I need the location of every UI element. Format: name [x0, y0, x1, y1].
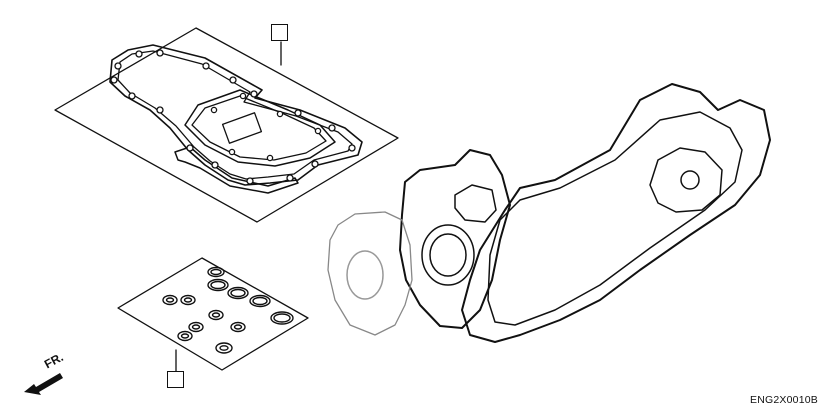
upper-gasket-kit: [54, 27, 399, 223]
small-square-gasket: [221, 112, 263, 144]
strip-gasket: [174, 146, 299, 194]
callout-box-upper: [271, 24, 288, 41]
pulley-boss: [649, 147, 723, 213]
crank-bore-inner: [429, 233, 467, 277]
cylinder-head: [327, 211, 413, 336]
head-port: [346, 250, 384, 300]
pulley-center: [680, 170, 700, 190]
cylinder-mount: [454, 184, 497, 223]
crank-bore: [421, 224, 475, 286]
front-arrow-icon: [24, 373, 63, 395]
engine-assembly: [327, 83, 771, 343]
cover-gasket: [184, 89, 336, 167]
o-rings: [162, 266, 294, 354]
gasket-kit-sheet-upper: [54, 27, 399, 223]
large-gasket: [109, 44, 363, 186]
gasket-bolt-holes: [110, 49, 356, 185]
callout-box-lower: [167, 371, 184, 388]
large-gasket-inner: [117, 50, 353, 180]
lower-seal-kit: [117, 257, 309, 372]
belt-cover-inner: [487, 111, 743, 326]
crankcase: [399, 149, 511, 329]
diagram-code: ENG2X0010B: [750, 394, 818, 406]
transmission-case: [461, 83, 771, 343]
gasket-kit-sheet-lower: [117, 257, 309, 371]
cover-gasket-inner: [191, 95, 327, 161]
